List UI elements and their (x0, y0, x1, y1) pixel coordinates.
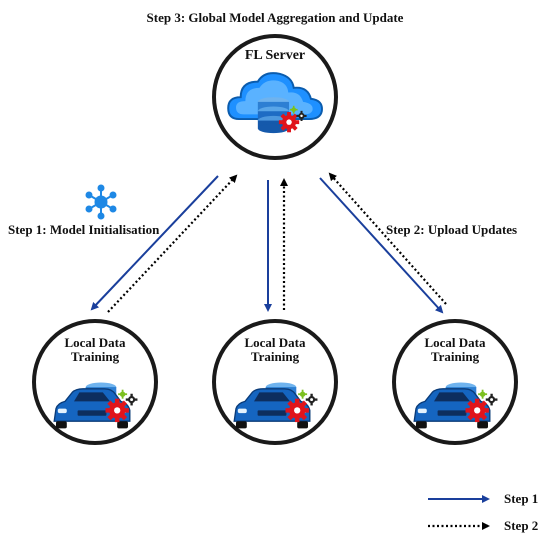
step2-arrow-left (107, 174, 238, 313)
legend-step2-label: Step 2 (504, 518, 539, 533)
client-label-right: Local Data Training (424, 335, 486, 364)
client-node-middle (212, 319, 338, 445)
step1-arrow-right (319, 177, 444, 314)
client-label-middle: Local Data Training (244, 335, 306, 364)
step1-arrow-left (90, 175, 219, 311)
client-node-left (32, 319, 158, 445)
client-node-right (392, 319, 518, 445)
server-label: FL Server (244, 48, 306, 63)
client-label-left: Local Data Training (64, 335, 126, 364)
step1-label: Step 1: Model Initialisation (8, 222, 160, 237)
network-nodes-icon (85, 184, 117, 220)
step2-arrow-right (328, 172, 447, 305)
step2-label: Step 2: Upload Updates (386, 222, 518, 237)
legend-step1-label: Step 1 (504, 491, 539, 506)
diagram-title: Step 3: Global Model Aggregation and Upd… (146, 10, 404, 25)
fl-server-node (212, 34, 338, 160)
